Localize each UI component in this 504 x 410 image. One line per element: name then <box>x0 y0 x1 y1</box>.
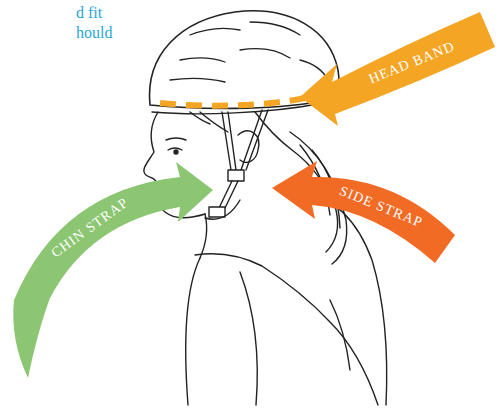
drawing-stroke <box>152 104 318 114</box>
strap-label: CHIN STRAP <box>49 196 131 261</box>
drawing-stroke <box>330 300 350 370</box>
drawing-stroke <box>225 181 238 208</box>
drawing-stroke <box>166 138 186 140</box>
drawing-stroke <box>228 170 244 181</box>
drawing-stroke <box>300 190 387 405</box>
drawing-stroke <box>186 258 200 405</box>
drawing-stroke <box>238 131 259 162</box>
child-figure <box>144 110 387 405</box>
intro-text-fragment: d fit <box>76 4 102 22</box>
arrow-fill <box>300 12 495 126</box>
drawing-stroke <box>200 214 207 258</box>
drawing-stroke <box>240 272 257 405</box>
drawing-stroke <box>195 254 378 405</box>
drawing-stroke <box>246 110 268 170</box>
arrow-fill <box>272 161 455 263</box>
drawing-stroke <box>228 112 236 170</box>
drawing-stroke <box>250 22 300 35</box>
arrow-fill <box>13 162 213 378</box>
head-band-dashes <box>160 98 305 106</box>
drawing-stroke <box>170 78 225 82</box>
drawing-stroke <box>219 181 232 208</box>
drawing-stroke <box>240 49 290 58</box>
arrow-outline <box>265 155 465 275</box>
strap-arrow: HEAD BAND <box>290 2 502 130</box>
arrow-outline <box>10 160 220 385</box>
drawing-stroke <box>209 207 225 217</box>
drawing-stroke <box>174 150 178 154</box>
strap-arrow: SIDE STRAP <box>265 155 465 275</box>
drawing-stroke <box>205 200 240 219</box>
intro-text-fragment: hould <box>76 24 112 42</box>
drawing-stroke <box>241 110 262 170</box>
drawing-stroke <box>152 22 328 114</box>
drawing-stroke <box>180 58 225 62</box>
strap-arrow: CHIN STRAP <box>10 160 220 385</box>
drawing-stroke <box>190 28 240 35</box>
